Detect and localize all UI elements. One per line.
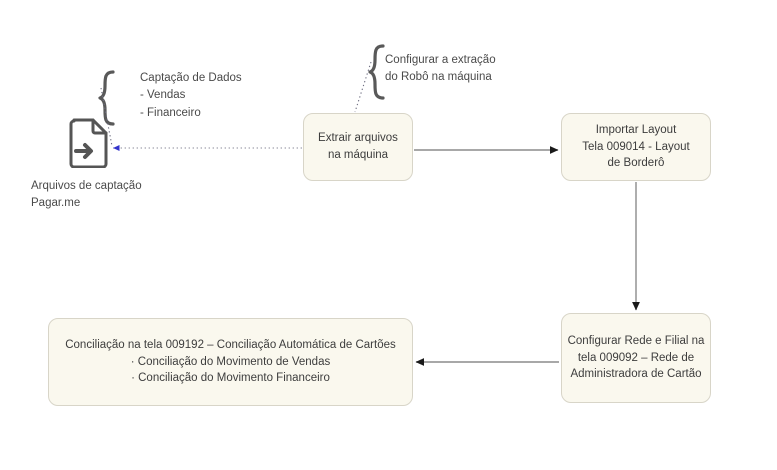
annotation-captacao-line-2: - Vendas [140, 89, 186, 102]
node-extrair-arquivos[interactable]: Extrair arquivos na máquina [303, 113, 413, 181]
node-importar-line-1: Importar Layout [595, 123, 677, 136]
node-extrair-line-1: Extrair arquivos [318, 132, 398, 145]
annotation-captacao-line-3: - Financeiro [140, 106, 201, 119]
node-configurar-line-1: Configurar Rede e Filial na [567, 334, 705, 347]
node-importar-line-2: Tela 009014 - Layout [582, 140, 690, 153]
bracket-configurar-robo [368, 44, 385, 100]
node-conciliacao-line-1: Conciliação na tela 009192 – Conciliação… [65, 338, 396, 351]
node-configurar-line-2: tela 009092 – Rede de [577, 351, 695, 364]
source-caption-line-2: Pagar.me [31, 196, 81, 209]
source-caption-line-1: Arquivos de captação [31, 180, 142, 192]
node-extrair-line-2: na máquina [327, 149, 389, 161]
leader-captacao-to-arquivos [100, 87, 113, 147]
leader-robo-to-extrair [354, 61, 372, 113]
node-configurar-line-3: Administradora de Cartão [570, 368, 702, 381]
node-configurar-rede-filial[interactable]: Configurar Rede e Filial na tela 009092 … [561, 313, 711, 403]
node-importar-line-3: de Borderô [607, 157, 665, 170]
annotation-captacao-line-1: Captação de Dados [140, 72, 242, 84]
node-importar-layout[interactable]: Importar Layout Tela 009014 - Layout de … [561, 113, 711, 181]
bracket-captacao-de-dados [98, 70, 115, 126]
node-conciliacao-line-2: · Conciliação do Movimento de Vendas [130, 355, 331, 368]
annotation-captacao-de-dados: Captação de Dados - Vendas - Financeiro [140, 70, 242, 122]
source-caption: Arquivos de captação Pagar.me [31, 178, 142, 211]
file-import-icon [69, 118, 108, 168]
node-conciliacao-automatica[interactable]: Conciliação na tela 009192 – Conciliação… [48, 318, 413, 406]
node-conciliacao-line-3: · Conciliação do Movimento Financeiro [131, 372, 330, 385]
annotation-configurar-robo: Configurar a extração do Robô na máquina [385, 52, 496, 87]
annotation-robo-line-2: do Robô na máquina [385, 71, 492, 84]
annotation-robo-line-1: Configurar a extração [385, 54, 496, 66]
